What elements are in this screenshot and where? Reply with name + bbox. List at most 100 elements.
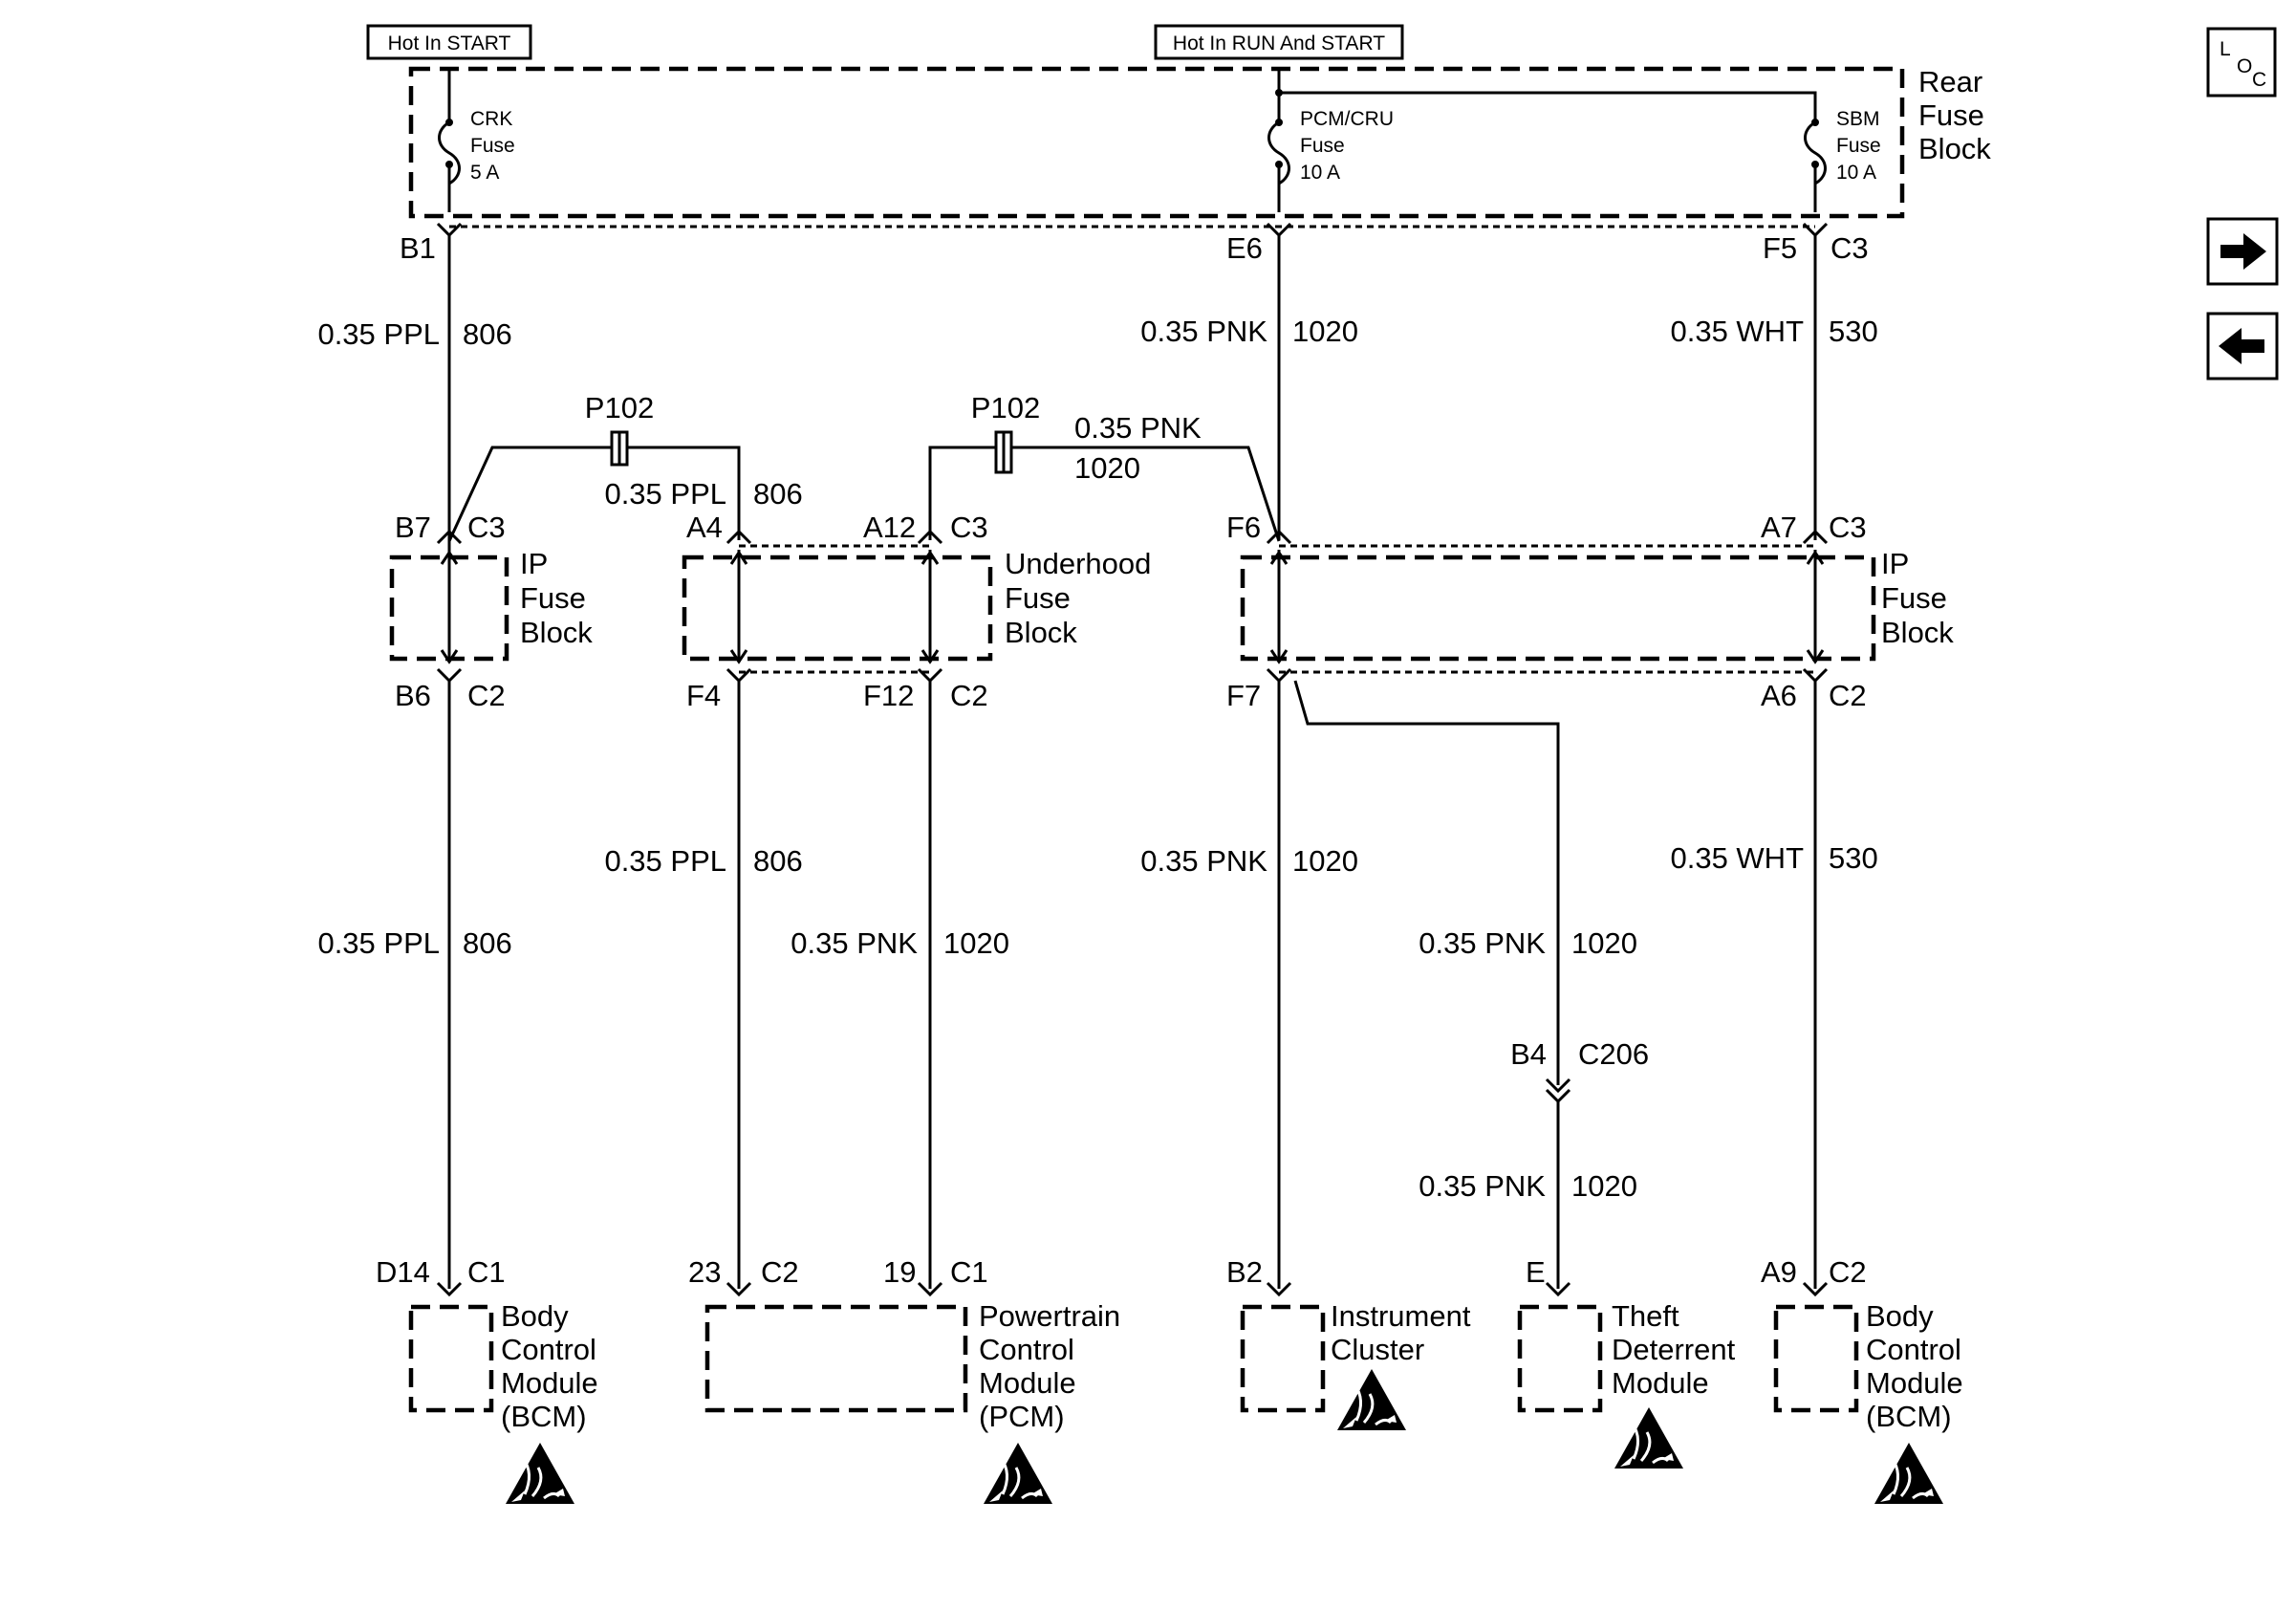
- rear-fuse-block: Rear Fuse Block CRK Fuse 5 A PCM/CRU Fus…: [408, 65, 1991, 219]
- svg-text:Block: Block: [520, 616, 593, 649]
- svg-text:1020: 1020: [1292, 844, 1358, 878]
- svg-text:B7: B7: [395, 511, 431, 544]
- svg-text:530: 530: [1829, 315, 1878, 348]
- svg-text:806: 806: [463, 317, 512, 351]
- svg-text:5 A: 5 A: [470, 162, 499, 184]
- svg-text:Block: Block: [1881, 616, 1954, 649]
- svg-text:Module: Module: [501, 1366, 598, 1400]
- svg-text:SBM: SBM: [1836, 108, 1880, 130]
- next-page-button[interactable]: [2206, 217, 2279, 286]
- svg-text:Instrument: Instrument: [1331, 1299, 1471, 1333]
- svg-text:Hot In RUN And START: Hot In RUN And START: [1173, 33, 1385, 54]
- svg-text:Underhood: Underhood: [1005, 547, 1151, 580]
- svg-text:Body: Body: [1866, 1299, 1934, 1333]
- pin-e6: E6: [1226, 231, 1263, 265]
- svg-text:C3: C3: [467, 511, 506, 544]
- hot-in-run-start-label: Hot In RUN And START: [1154, 24, 1404, 60]
- body-control-module-right: Body Control Module (BCM): [1773, 1299, 1963, 1506]
- esd-sensitive-icon: [1613, 1405, 1685, 1470]
- svg-text:1020: 1020: [1074, 451, 1140, 485]
- svg-text:Rear: Rear: [1918, 65, 1982, 98]
- svg-text:1020: 1020: [1571, 926, 1637, 960]
- svg-text:C2: C2: [950, 679, 988, 712]
- svg-text:A12: A12: [863, 511, 916, 544]
- svg-text:0.35 PNK: 0.35 PNK: [1419, 926, 1546, 960]
- arrow-right-icon: [2220, 233, 2266, 270]
- svg-text:C2: C2: [467, 679, 506, 712]
- pin-labels-modules: D14 C1 23 C2 19 C1 B2 E A9 C2: [376, 1255, 1867, 1289]
- svg-text:Control: Control: [501, 1333, 596, 1366]
- svg-text:0.35 WHT: 0.35 WHT: [1670, 315, 1804, 348]
- svg-text:0.35 PNK: 0.35 PNK: [1140, 315, 1267, 348]
- svg-text:Control: Control: [1866, 1333, 1961, 1366]
- svg-text:A7: A7: [1761, 511, 1797, 544]
- svg-text:Fuse: Fuse: [1300, 135, 1345, 157]
- svg-text:(PCM): (PCM): [979, 1400, 1065, 1433]
- svg-text:A6: A6: [1761, 679, 1797, 712]
- wire-label: 0.35 PPL 806 0.35 PNK 1020 0.35 WHT 530: [317, 315, 1877, 351]
- svg-text:F4: F4: [686, 679, 721, 712]
- splice-p102-left: P102 0.35 PPL 806: [447, 391, 803, 542]
- connector-c3: C3: [1830, 231, 1869, 265]
- ip-fuse-block-left: IP Fuse Block: [389, 547, 593, 664]
- svg-text:806: 806: [753, 844, 803, 878]
- svg-text:19: 19: [883, 1255, 916, 1289]
- svg-text:D14: D14: [376, 1255, 430, 1289]
- svg-text:1020: 1020: [943, 926, 1009, 960]
- svg-text:B6: B6: [395, 679, 431, 712]
- svg-text:IP: IP: [520, 547, 548, 580]
- svg-text:Fuse: Fuse: [1005, 581, 1071, 615]
- svg-text:P102: P102: [585, 391, 654, 424]
- hot-in-start-label: Hot In START: [366, 24, 532, 60]
- svg-text:1020: 1020: [1571, 1169, 1637, 1203]
- svg-text:Cluster: Cluster: [1331, 1333, 1424, 1366]
- svg-text:(BCM): (BCM): [1866, 1400, 1952, 1433]
- svg-text:Deterrent: Deterrent: [1612, 1333, 1736, 1366]
- svg-text:0.35 PPL: 0.35 PPL: [317, 317, 440, 351]
- svg-text:Theft: Theft: [1612, 1299, 1679, 1333]
- svg-text:806: 806: [463, 926, 512, 960]
- svg-text:530: 530: [1829, 841, 1878, 875]
- svg-text:0.35 PNK: 0.35 PNK: [1140, 844, 1267, 878]
- svg-text:C3: C3: [1829, 511, 1867, 544]
- svg-text:CRK: CRK: [470, 108, 512, 130]
- svg-text:IP: IP: [1881, 547, 1909, 580]
- svg-text:PCM/CRU: PCM/CRU: [1300, 108, 1394, 130]
- svg-text:E: E: [1526, 1255, 1546, 1289]
- powertrain-control-module: Powertrain Control Module (PCM): [704, 1299, 1120, 1506]
- connector-c206: B4 C206: [1510, 1037, 1649, 1104]
- svg-text:Fuse: Fuse: [470, 135, 515, 157]
- svg-text:A4: A4: [686, 511, 723, 544]
- loc-icon[interactable]: L O C: [2206, 27, 2277, 98]
- prev-page-button[interactable]: [2206, 312, 2279, 381]
- pin-labels-lower: B6 C2 F4 F12 C2 F7 A6 C2: [395, 679, 1867, 712]
- svg-text:1020: 1020: [1292, 315, 1358, 348]
- svg-text:0.35 PNK: 0.35 PNK: [1419, 1169, 1546, 1203]
- body-control-module-left: Body Control Module (BCM): [408, 1299, 598, 1506]
- svg-text:0.35 WHT: 0.35 WHT: [1670, 841, 1804, 875]
- svg-text:Fuse: Fuse: [520, 581, 586, 615]
- svg-text:A9: A9: [1761, 1255, 1797, 1289]
- svg-text:Fuse: Fuse: [1881, 581, 1947, 615]
- esd-sensitive-icon: [1335, 1367, 1408, 1432]
- svg-text:C206: C206: [1578, 1037, 1649, 1071]
- svg-text:10 A: 10 A: [1300, 162, 1340, 184]
- svg-text:Block: Block: [1005, 616, 1077, 649]
- esd-sensitive-icon: [1873, 1441, 1945, 1506]
- svg-text:F7: F7: [1226, 679, 1261, 712]
- svg-text:Fuse: Fuse: [1836, 135, 1881, 157]
- underhood-fuse-block: Underhood Fuse Block: [682, 547, 1151, 664]
- svg-text:B4: B4: [1510, 1037, 1547, 1071]
- svg-text:0.35 PPL: 0.35 PPL: [604, 844, 726, 878]
- arrow-left-icon: [2219, 328, 2264, 364]
- splice-p102-right: P102 0.35 PNK 1020: [928, 391, 1281, 542]
- svg-text:Block: Block: [1918, 132, 1991, 165]
- svg-text:C3: C3: [950, 511, 988, 544]
- svg-text:0.35 PPL: 0.35 PPL: [317, 926, 440, 960]
- svg-text:F12: F12: [863, 679, 914, 712]
- theft-deterrent-module: Theft Deterrent Module: [1517, 1299, 1736, 1470]
- svg-text:C2: C2: [761, 1255, 799, 1289]
- svg-text:C2: C2: [1829, 1255, 1867, 1289]
- svg-text:23: 23: [688, 1255, 721, 1289]
